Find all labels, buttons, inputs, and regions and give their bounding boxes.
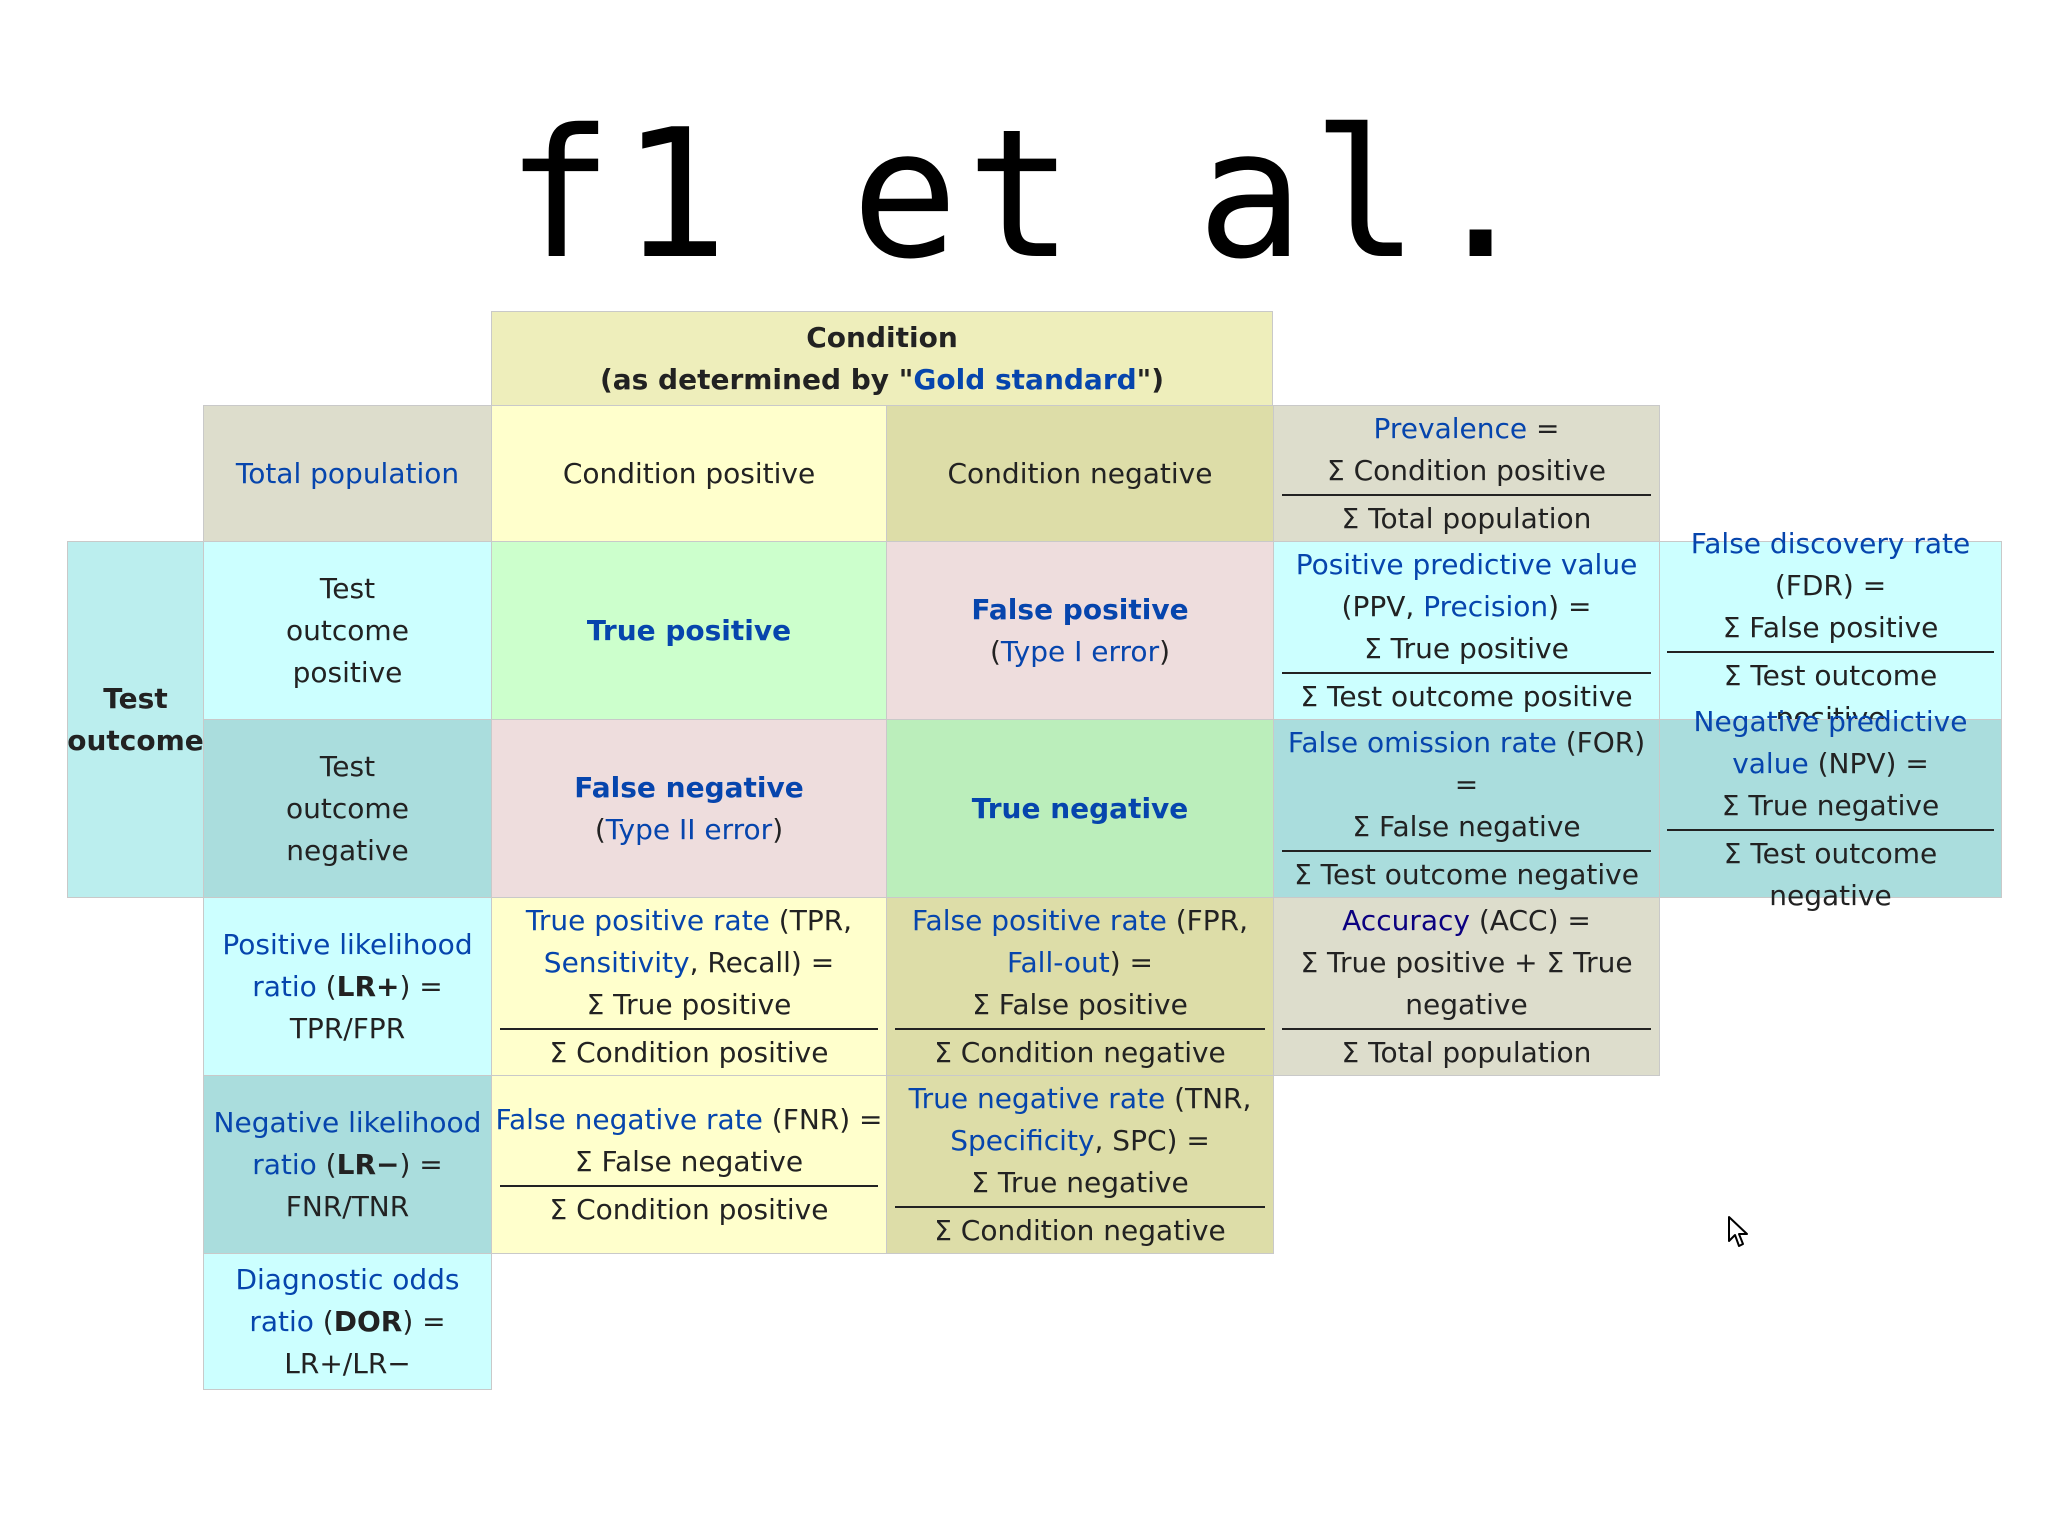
condition-negative-cell: Condition negative — [886, 405, 1274, 542]
fnr-link[interactable]: False negative rate — [495, 1102, 763, 1136]
true-negative-link[interactable]: True negative — [971, 791, 1189, 825]
fdr-cell: False discovery rate (FDR) = Σ False pos… — [1659, 527, 2002, 734]
ppv-link[interactable]: Positive predictive value — [1295, 547, 1638, 581]
test-outcome-positive-cell: Test outcome positive — [203, 541, 492, 720]
specificity-link[interactable]: Specificity — [950, 1123, 1095, 1157]
for-fraction: Σ False negative Σ Test outcome negative — [1281, 806, 1652, 896]
lr-minus-link[interactable]: Negative likelihood — [213, 1105, 482, 1139]
false-negative-link[interactable]: False negative — [574, 770, 804, 804]
fpr-link[interactable]: False positive rate — [912, 903, 1167, 937]
total-population-link[interactable]: Total population — [235, 456, 460, 490]
fnr-cell: False negative rate (FNR) = Σ False nega… — [491, 1075, 887, 1254]
tnr-cell: True negative rate (TNR, Specificity, SP… — [886, 1075, 1274, 1254]
ppv-cell: Positive predictive value (PPV, Precisio… — [1273, 541, 1660, 720]
false-positive-link[interactable]: False positive — [971, 592, 1189, 626]
false-positive-cell: False positive (Type I error) — [886, 541, 1274, 720]
dor-ratio-link[interactable]: ratio — [249, 1304, 314, 1338]
accuracy-link[interactable]: Accuracy — [1342, 903, 1470, 937]
total-population-cell: Total population — [203, 405, 492, 542]
npv-cell: Negative predictive value (NPV) = Σ True… — [1659, 705, 2002, 912]
tpr-cell: True positive rate (TPR, Sensitivity, Re… — [491, 897, 887, 1076]
ppv-fraction: Σ True positive Σ Test outcome positive — [1281, 628, 1652, 718]
true-positive-cell: True positive — [491, 541, 887, 720]
prevalence-fraction: Σ Condition positive Σ Total population — [1281, 450, 1652, 540]
lr-plus-cell: Positive likelihood ratio (LR+) = TPR/FP… — [203, 897, 492, 1076]
lr-minus-ratio-link[interactable]: ratio — [252, 1147, 317, 1181]
slide-title: f1 et al. — [505, 91, 1543, 298]
for-link[interactable]: False omission rate — [1287, 725, 1557, 759]
fpr-cell: False positive rate (FPR, Fall-out) = Σ … — [886, 897, 1274, 1076]
false-negative-cell: False negative (Type II error) — [491, 719, 887, 898]
npv-value-link[interactable]: value — [1732, 746, 1809, 780]
test-outcome-header: Test outcome — [67, 541, 204, 898]
true-negative-cell: True negative — [886, 719, 1274, 898]
lr-plus-ratio-link[interactable]: ratio — [252, 969, 317, 1003]
dor-cell: Diagnostic odds ratio (DOR) = LR+/LR− — [203, 1253, 492, 1390]
condition-header: Condition (as determined by "Gold standa… — [491, 311, 1273, 406]
fpr-fraction: Σ False positive Σ Condition negative — [894, 984, 1266, 1074]
gold-standard-link[interactable]: Gold standard — [913, 362, 1137, 396]
lr-minus-cell: Negative likelihood ratio (LR−) = FNR/TN… — [203, 1075, 492, 1254]
dor-link[interactable]: Diagnostic odds — [235, 1262, 460, 1296]
true-positive-link[interactable]: True positive — [586, 613, 792, 647]
precision-link[interactable]: Precision — [1423, 589, 1549, 623]
tnr-fraction: Σ True negative Σ Condition negative — [894, 1162, 1266, 1252]
tpr-fraction: Σ True positive Σ Condition positive — [499, 984, 879, 1074]
condition-header-line1: Condition — [806, 320, 958, 354]
npv-link[interactable]: Negative predictive — [1693, 704, 1968, 738]
fall-out-link[interactable]: Fall-out — [1006, 945, 1110, 979]
fdr-fraction: Σ False positive Σ Test outcome positive — [1666, 607, 1995, 739]
accuracy-fraction: Σ True positive + Σ True negative Σ Tota… — [1281, 942, 1652, 1074]
tnr-link[interactable]: True negative rate — [908, 1081, 1166, 1115]
type-i-error-link[interactable]: Type I error — [1000, 634, 1160, 668]
accuracy-cell: Accuracy (ACC) = Σ True positive + Σ Tru… — [1273, 897, 1660, 1076]
tpr-link[interactable]: True positive rate — [525, 903, 770, 937]
fnr-fraction: Σ False negative Σ Condition positive — [499, 1141, 879, 1231]
npv-fraction: Σ True negative Σ Test outcome negative — [1666, 785, 1995, 917]
prevalence-link[interactable]: Prevalence — [1373, 411, 1528, 445]
test-outcome-negative-cell: Test outcome negative — [203, 719, 492, 898]
prevalence-cell: Prevalence = Σ Condition positive Σ Tota… — [1273, 405, 1660, 542]
sensitivity-link[interactable]: Sensitivity — [543, 945, 690, 979]
mouse-cursor-icon — [1728, 1216, 1748, 1247]
lr-plus-link[interactable]: Positive likelihood — [222, 927, 473, 961]
condition-positive-cell: Condition positive — [491, 405, 887, 542]
for-cell: False omission rate (FOR) = Σ False nega… — [1273, 719, 1660, 898]
type-ii-error-link[interactable]: Type II error — [605, 812, 773, 846]
fdr-link[interactable]: False discovery rate — [1690, 526, 1971, 560]
